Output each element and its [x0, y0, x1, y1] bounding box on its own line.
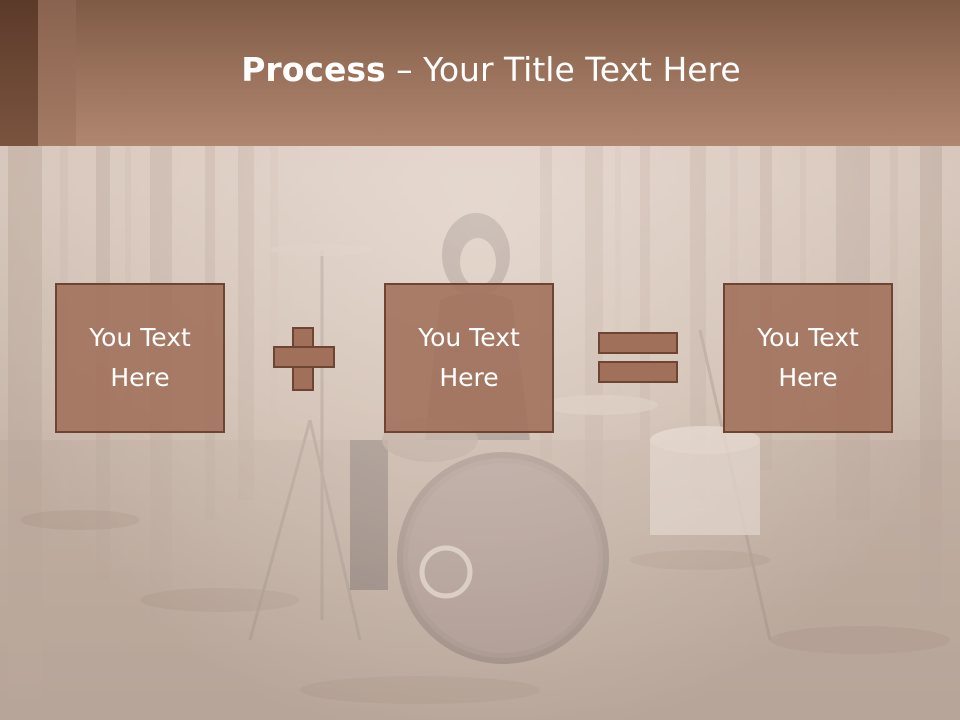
process-box-3-label: You Text Here	[757, 323, 859, 392]
plus-icon-center	[294, 348, 312, 366]
slide-title-bold: Process	[241, 50, 386, 89]
decorative-stripe-dark	[0, 0, 38, 146]
process-box-3[interactable]: You Text Here	[723, 283, 893, 433]
equals-icon	[598, 332, 678, 354]
decorative-stripe-light	[38, 0, 76, 146]
slide-title-rest: – Your Title Text Here	[385, 50, 741, 89]
process-box-2[interactable]: You Text Here	[384, 283, 554, 433]
process-box-1[interactable]: You Text Here	[55, 283, 225, 433]
process-box-1-label: You Text Here	[89, 323, 191, 392]
slide-title[interactable]: Process – Your Title Text Here	[76, 50, 906, 89]
equals-icon-bottom	[598, 361, 678, 383]
process-box-2-label: You Text Here	[418, 323, 520, 392]
title-bar: Process – Your Title Text Here	[0, 0, 960, 146]
